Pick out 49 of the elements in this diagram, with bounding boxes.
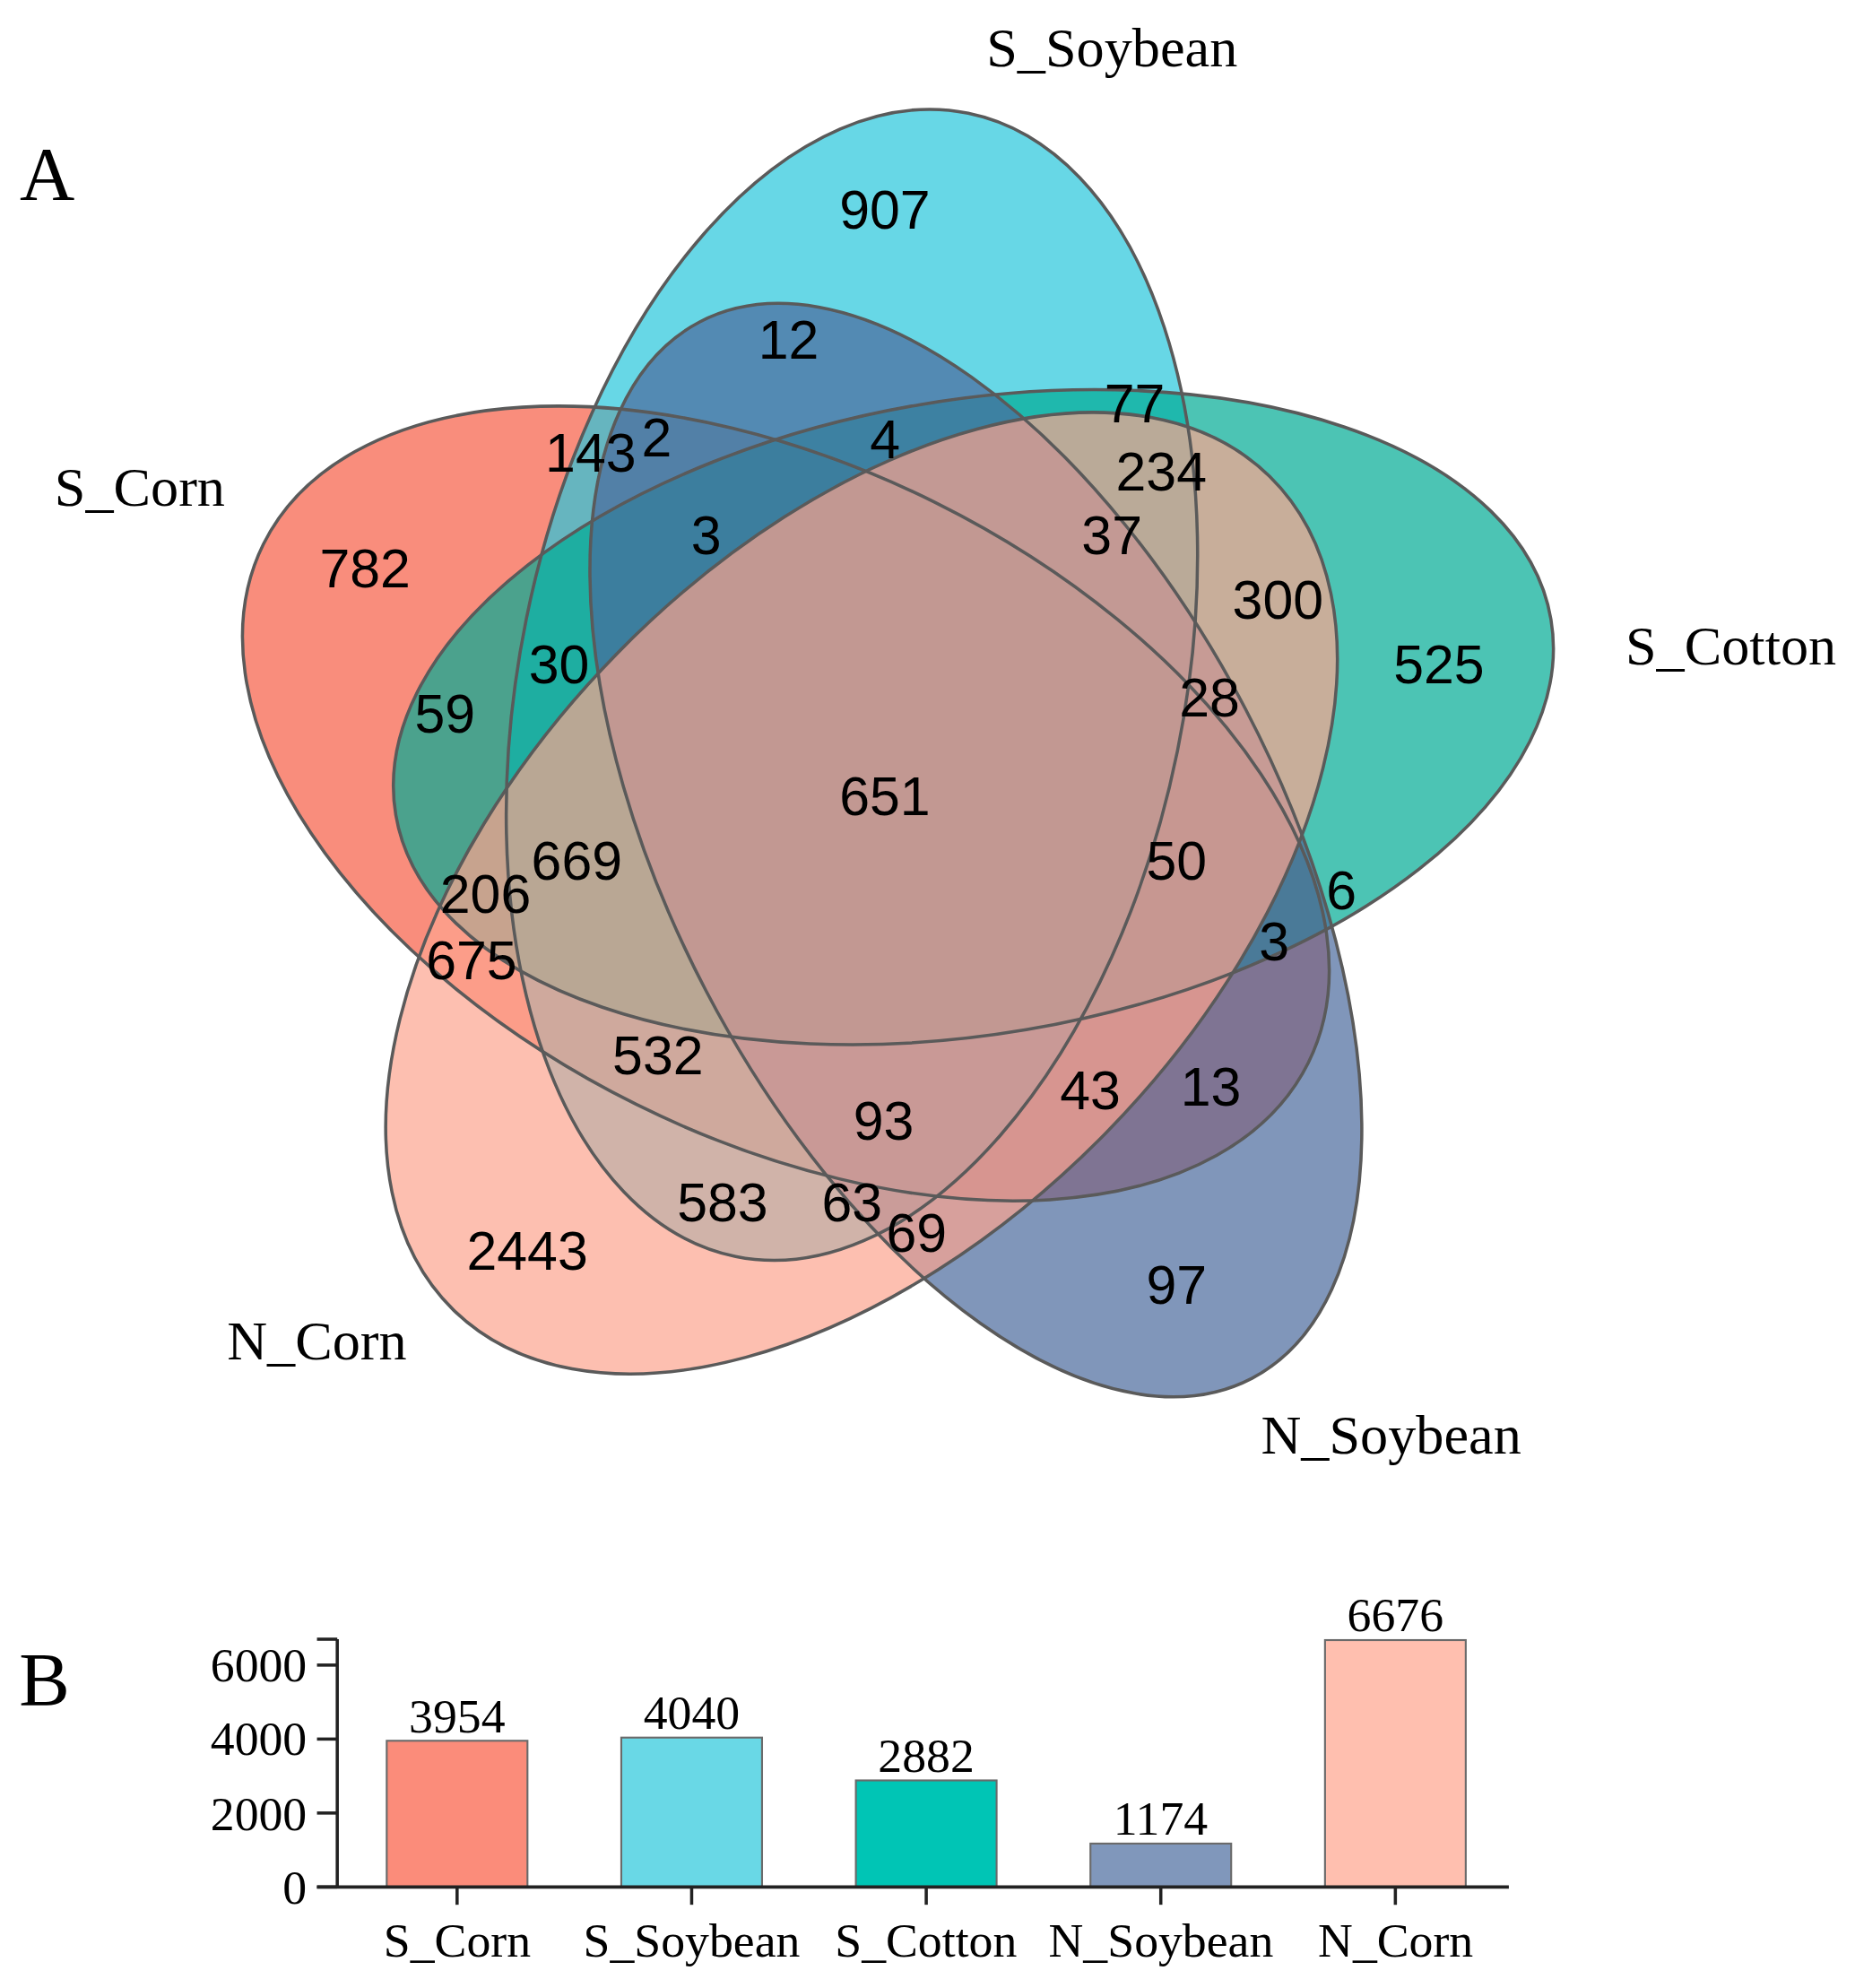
category-label: S_Soybean: [583, 1915, 801, 1965]
tick-label: 2000: [210, 1789, 308, 1837]
region-count: 59: [414, 686, 476, 742]
region-count: 907: [839, 181, 931, 237]
region-count: 69: [886, 1205, 948, 1261]
category-label: S_Cotton: [835, 1915, 1018, 1965]
set-label: N_Soybean: [1261, 1407, 1521, 1463]
region-count: 300: [1232, 572, 1324, 628]
value-label: 3954: [409, 1691, 506, 1740]
value-label: 6676: [1347, 1590, 1444, 1639]
value-label: 4040: [643, 1688, 741, 1737]
region-count: 3: [1259, 913, 1290, 968]
category-label: N_Soybean: [1048, 1915, 1274, 1965]
region-count: 6: [1326, 863, 1357, 918]
region-count: 2443: [466, 1223, 588, 1278]
set-label: S_Cotton: [1625, 619, 1837, 675]
set-label: S_Corn: [54, 460, 225, 517]
region-count: 93: [853, 1093, 914, 1149]
region-count: 77: [1104, 376, 1166, 431]
panel-label: B: [19, 1642, 70, 1719]
region-count: 3: [690, 508, 722, 563]
region-count: 206: [439, 866, 532, 922]
region-count: 12: [758, 312, 819, 368]
region-count: 30: [528, 637, 590, 692]
tick-label: 0: [282, 1862, 308, 1912]
region-count: 583: [677, 1175, 768, 1230]
region-count: 234: [1115, 444, 1207, 499]
tick-label: 6000: [210, 1641, 308, 1689]
tick-label: 4000: [210, 1715, 308, 1764]
region-count: 782: [319, 541, 411, 595]
category-label: S_Corn: [383, 1915, 532, 1965]
value-label: 2882: [878, 1731, 975, 1780]
region-count: 2: [641, 410, 672, 465]
region-count: 4: [870, 411, 900, 466]
region-count: 50: [1146, 833, 1208, 889]
set-label: S_Soybean: [986, 20, 1238, 76]
region-count: 532: [612, 1028, 704, 1083]
panel-label: A: [19, 136, 75, 213]
set-label: N_Corn: [227, 1314, 407, 1370]
region-count: 651: [839, 768, 931, 824]
region-count: 28: [1179, 670, 1240, 725]
region-count: 37: [1081, 508, 1142, 563]
region-count: 669: [531, 833, 623, 889]
value-label: 1174: [1113, 1793, 1209, 1843]
region-count: 525: [1393, 637, 1485, 692]
region-count: 97: [1146, 1257, 1208, 1312]
region-count: 43: [1060, 1063, 1121, 1118]
category-label: N_Corn: [1318, 1915, 1474, 1965]
region-count: 13: [1180, 1059, 1242, 1115]
